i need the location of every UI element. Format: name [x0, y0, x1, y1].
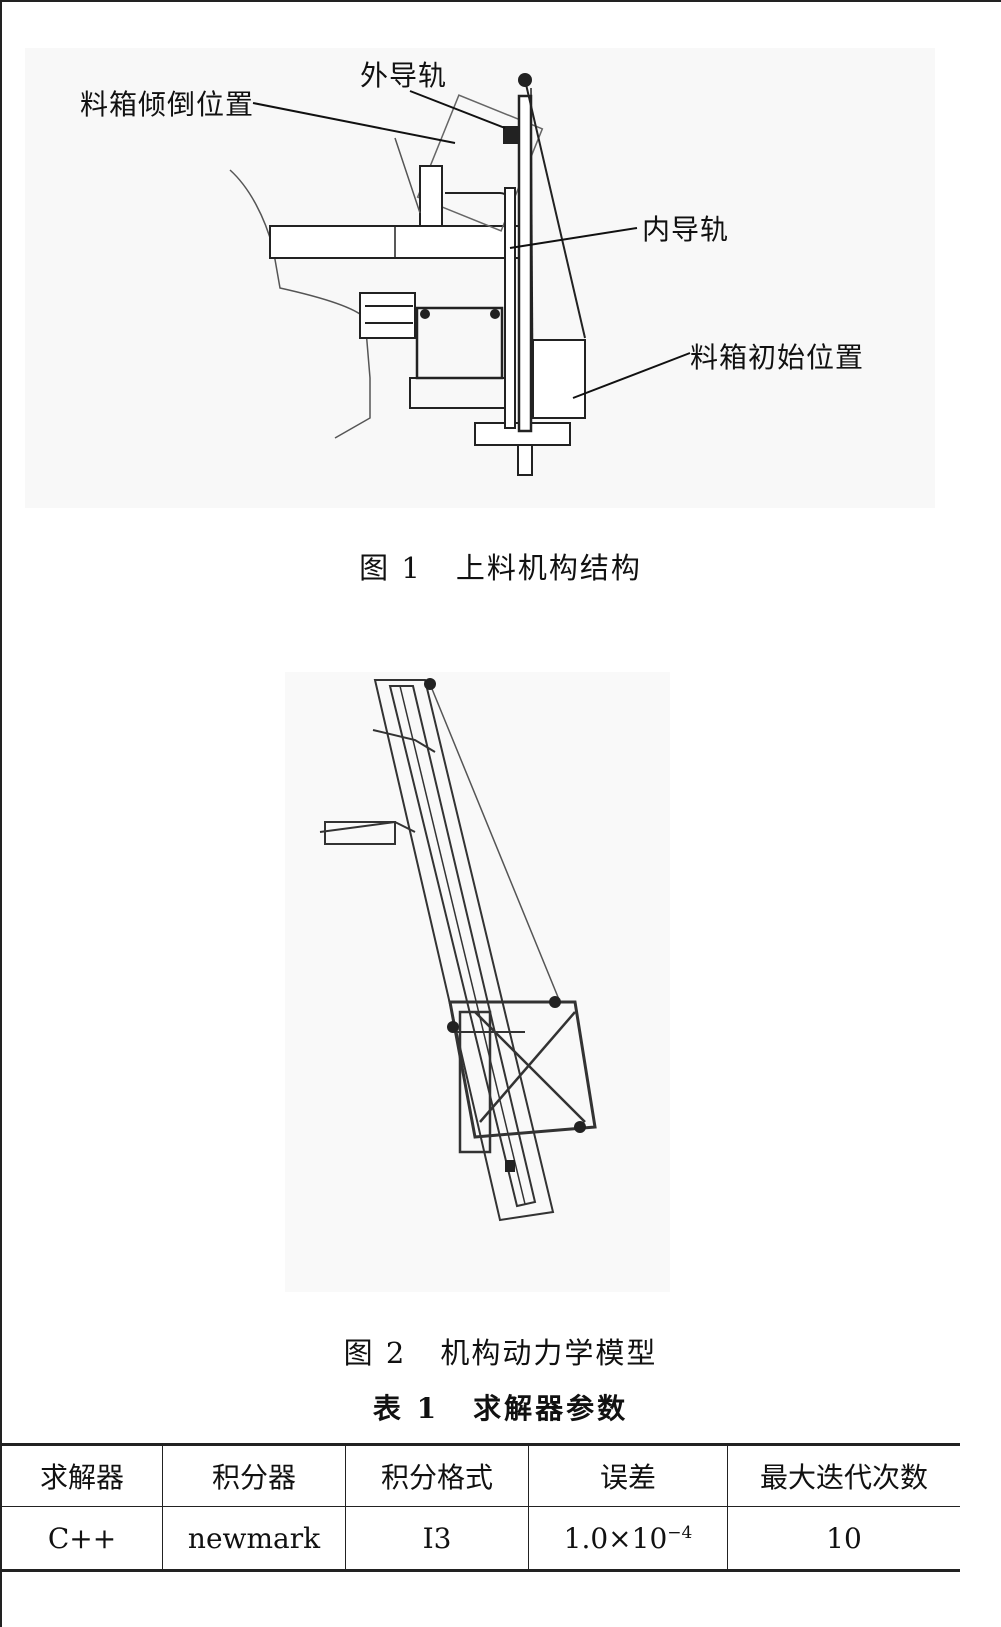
- pulley-2: [424, 678, 436, 690]
- figure-2-caption-text: 机构动力学模型: [440, 1336, 658, 1370]
- header-integrator: 积分器: [162, 1444, 346, 1507]
- tilted-box-hinge: [419, 165, 443, 227]
- chute-lip: [324, 821, 396, 845]
- box-2: [448, 1000, 597, 1139]
- figure-1-caption: 图 1 上料机构结构: [0, 545, 1001, 587]
- table-1-title-number: 表 1: [372, 1392, 440, 1425]
- figure-1-drawing: [25, 48, 935, 508]
- cell-solver: C++: [2, 1506, 163, 1571]
- outer-rail: [517, 94, 533, 433]
- figure-1: 料箱倾倒位置 外导轨 内导轨 料箱初始位置: [25, 48, 935, 508]
- header-max-iterations: 最大迭代次数: [727, 1444, 960, 1507]
- initial-box: [532, 339, 586, 419]
- label-initial-position: 料箱初始位置: [690, 341, 865, 374]
- chute-arm-upper: [372, 729, 436, 753]
- cell-integrator: newmark: [162, 1506, 346, 1571]
- motor-box: [359, 292, 416, 339]
- figure-1-caption-number: 图 1: [359, 551, 422, 585]
- table-1-title: 表 1 求解器参数: [0, 1387, 1001, 1427]
- cable: [524, 79, 586, 339]
- figure-2-drawing: [285, 672, 670, 1292]
- cell-integration-format: I3: [345, 1506, 529, 1571]
- inner-rail: [504, 187, 516, 429]
- platform: [269, 225, 531, 259]
- outer-rail-roller: [503, 126, 519, 144]
- figure-1-caption-text: 上料机构结构: [455, 551, 642, 585]
- label-tilt-position: 料箱倾倒位置: [80, 88, 255, 121]
- figure-2-caption: 图 2 机构动力学模型: [0, 1330, 1001, 1372]
- figure-2-caption-number: 图 2: [343, 1336, 407, 1370]
- cell-error-mantissa: 1.0×10: [563, 1521, 668, 1555]
- solver-params-table: 求解器 积分器 积分格式 误差 最大迭代次数 C++ newmark I3 1.…: [2, 1443, 960, 1572]
- header-error: 误差: [528, 1444, 728, 1507]
- label-inner-rail: 内导轨: [642, 213, 730, 246]
- table-row: C++ newmark I3 1.0×10−4 10: [2, 1506, 960, 1571]
- figure-2: [285, 672, 670, 1292]
- header-integration-format: 积分格式: [345, 1444, 529, 1507]
- cell-error: 1.0×10−4: [528, 1506, 728, 1571]
- figure-2-background: [285, 672, 670, 1292]
- cable-2: [429, 683, 561, 1003]
- table-header-row: 求解器 积分器 积分格式 误差 最大迭代次数: [2, 1444, 960, 1507]
- label-outer-rail: 外导轨: [360, 59, 448, 92]
- header-solver: 求解器: [2, 1444, 163, 1507]
- table-1-title-text: 求解器参数: [473, 1392, 629, 1425]
- cell-error-exponent: −4: [667, 1522, 693, 1543]
- cell-max-iterations: 10: [826, 1521, 862, 1555]
